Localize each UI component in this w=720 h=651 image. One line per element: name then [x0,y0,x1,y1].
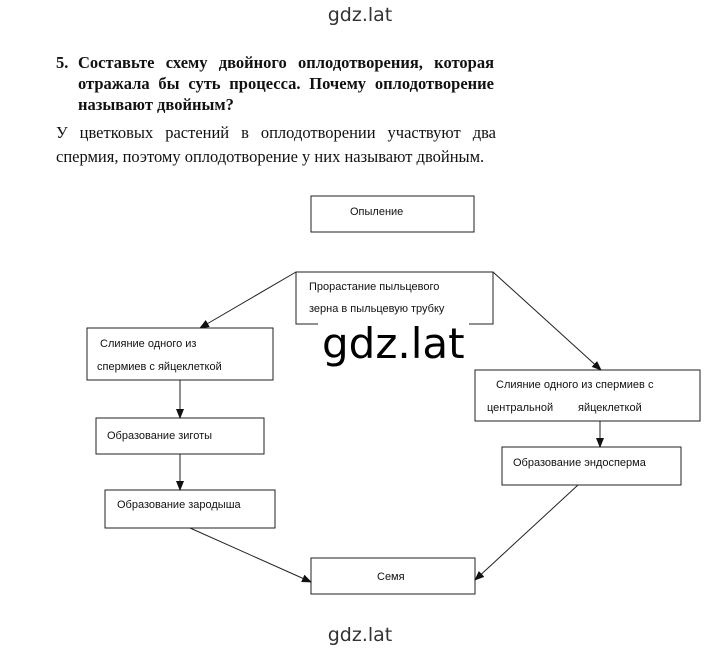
box-pollination [310,195,475,233]
seed-label: Семя [377,571,405,583]
question-text: Составьте схему двойного оплодотворения,… [78,53,494,114]
embryo-label: Образование зародыша [117,499,241,511]
answer-text: У цветковых растений в оплодотворении уч… [56,123,496,166]
box-fusion-central [474,369,701,422]
endosperm-label: Образование эндосперма [513,457,646,469]
pollination-label: Опыление [350,206,404,218]
fusion-central-label-line1: Слияние одного из спермиев с [496,379,654,391]
arrow-germination-to-fusion-central [492,271,602,371]
fusion-central-label-line2a: центральной [487,402,554,414]
box-embryo [104,489,276,529]
watermark-center: gdz.lat [318,318,469,370]
zygote-label: Образование зиготы [107,430,213,442]
arrow-embryo-to-seed [189,527,312,583]
arrow-germination-to-fusion-egg [199,271,297,329]
box-endosperm [501,446,682,486]
question-number: 5. [56,53,69,72]
watermark-top: gdz.lat [327,4,393,26]
fusion-egg-label-line2: спермиев с яйцеклеткой [97,361,222,373]
germination-label-line2: зерна в пыльцевую трубку [309,303,445,315]
germination-label-line1: Прорастание пыльцевого [309,281,440,293]
fusion-central-label-line2b: яйцеклеткой [578,402,642,414]
arrow-endosperm-to-seed [474,484,579,581]
fusion-egg-label-line1: Слияние одного из [100,338,197,350]
watermark-bottom: gdz.lat [327,624,393,646]
box-seed [310,557,476,595]
